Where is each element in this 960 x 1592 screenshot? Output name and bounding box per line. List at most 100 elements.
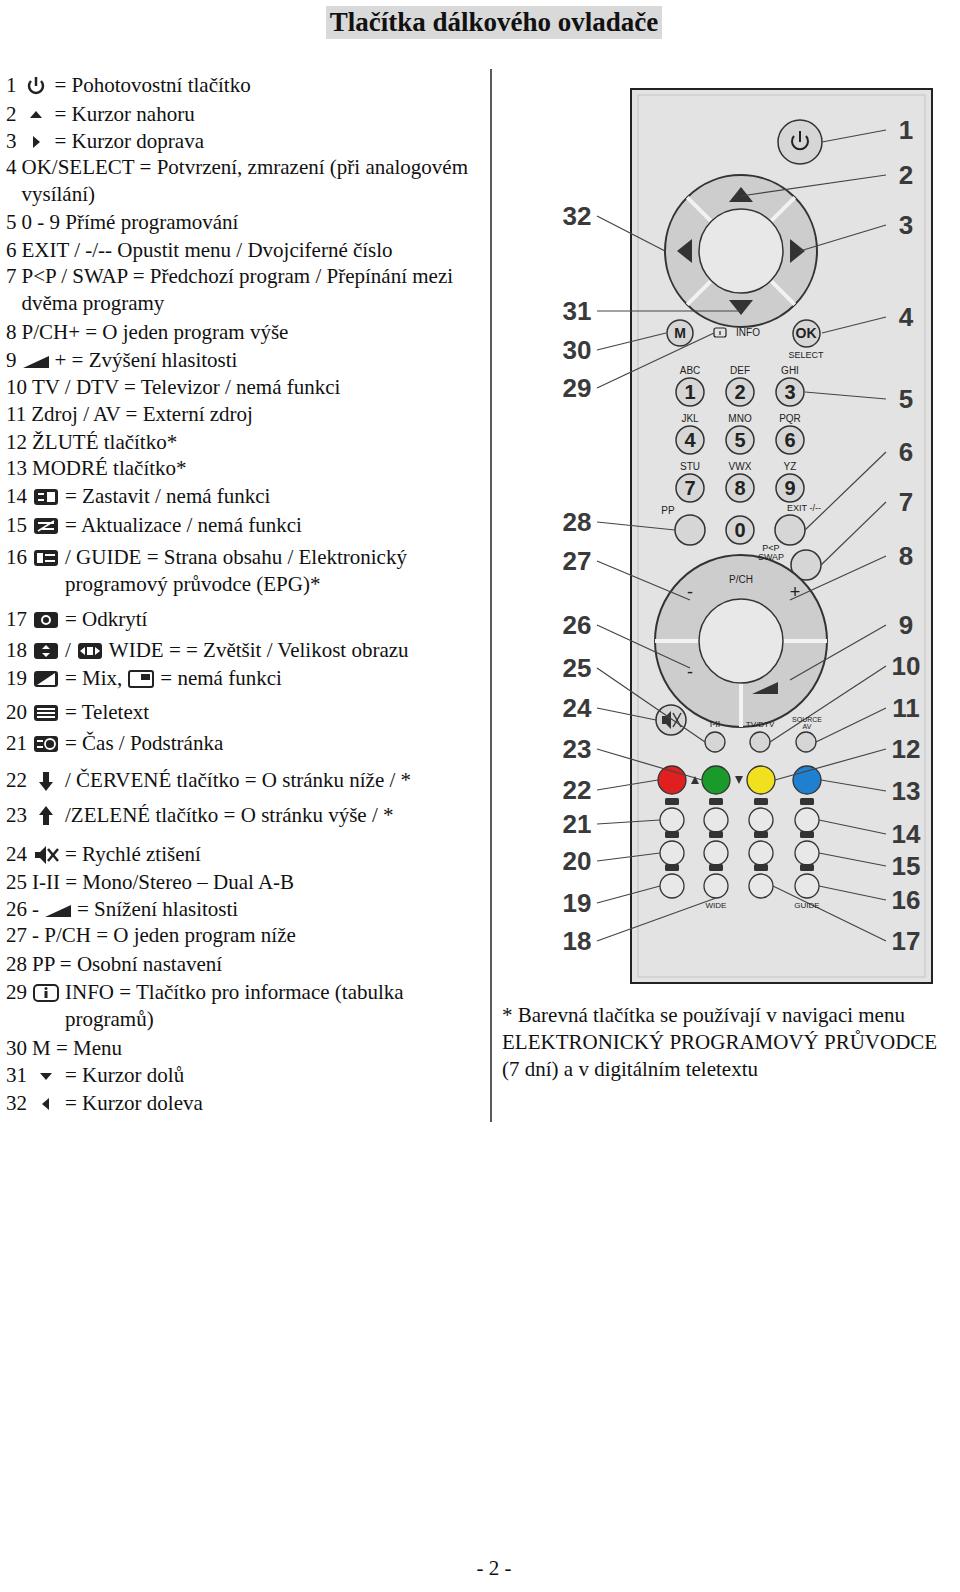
button-label: JKL — [681, 414, 698, 425]
item-description: = Čas / Podstránka — [65, 730, 484, 757]
legend-row: 11Zdroj / AV = Externí zdroj — [6, 401, 484, 428]
callout-number: 32 — [563, 203, 592, 229]
button-icon — [32, 515, 60, 537]
leader-line — [597, 625, 690, 668]
drawing-part — [141, 674, 150, 680]
leader-line — [597, 853, 660, 861]
legend-row: 24= Rychlé ztišení — [6, 841, 484, 868]
leader-line — [822, 130, 886, 142]
button-icon — [127, 668, 155, 690]
callout-number: 20 — [563, 848, 592, 874]
button-icon — [32, 770, 60, 792]
legend-row: 6EXIT / -/-- Opustit menu / Dvojciferné … — [6, 237, 484, 264]
remote-button: 9 — [775, 473, 805, 503]
teletext-button — [795, 808, 819, 832]
tv-button — [750, 732, 770, 752]
drawing-part — [45, 739, 55, 749]
item-number: 32 — [6, 1090, 27, 1117]
button-text: 5 — [734, 430, 745, 450]
item-number: 14 — [6, 483, 27, 510]
drawing-part — [687, 197, 711, 221]
button-label: STU — [680, 462, 700, 473]
teletext-button — [660, 874, 684, 898]
drawing-part — [129, 671, 153, 687]
item-description: / ČERVENÉ tlačítko = O stránku níže / * — [65, 767, 484, 794]
drawing-part — [34, 77, 37, 86]
item-description: = Odkrytí — [65, 606, 484, 633]
remote-button: 0 — [725, 515, 755, 545]
legend-row: 13MODRÉ tlačítko* — [6, 455, 484, 482]
mono-stereo-button — [705, 732, 725, 752]
leader-line — [597, 522, 675, 530]
button-icon — [22, 350, 50, 372]
item-number: 23 — [6, 802, 27, 829]
legend-row: 26-= Snížení hlasitosti — [6, 896, 484, 923]
button-label: P<P SWAP — [756, 544, 786, 563]
button-text: 3 — [784, 382, 795, 402]
drawing-part — [42, 616, 50, 624]
item-description: P<P / SWAP = Předchozí program / Přepíná… — [22, 263, 485, 317]
leader-line — [819, 853, 886, 866]
drawing-part — [676, 378, 704, 406]
legend-row: 22/ ČERVENÉ tlačítko = O stránku níže / … — [6, 767, 484, 794]
callout-number: 8 — [899, 543, 913, 569]
drawing-part — [655, 639, 699, 643]
drawing-part — [676, 426, 704, 454]
callout-number: 12 — [892, 736, 921, 762]
leader-line — [805, 452, 886, 530]
item-description: = Kurzor doleva — [65, 1090, 484, 1117]
item-number: 25 — [6, 869, 27, 896]
power-button — [778, 120, 822, 164]
callout-number: 11 — [892, 695, 920, 721]
callout-number: 2 — [899, 162, 913, 188]
item-number: 5 — [6, 209, 17, 236]
item-description: I-II = Mono/Stereo – Dual A-B — [32, 869, 484, 896]
callout-number: 26 — [563, 612, 592, 638]
drawing-part — [778, 120, 822, 164]
remote-button: 1 — [675, 377, 705, 407]
button-icon — [32, 547, 60, 569]
button-icon — [22, 75, 50, 97]
legend-row: 7P<P / SWAP = Předchozí program / Přepín… — [6, 263, 484, 317]
drawing-part — [48, 849, 58, 861]
drawing-part — [699, 209, 783, 293]
drawing-part — [37, 716, 55, 718]
item-description: = Zastavit / nemá funkci — [65, 483, 484, 510]
button-icon — [22, 131, 50, 153]
item-description: = Aktualizace / nemá funkci — [65, 512, 484, 539]
leader-line — [597, 898, 716, 941]
item-description: - — [32, 896, 39, 923]
item-number: 7 — [6, 263, 17, 290]
item-description: PP = Osobní nastavení — [32, 951, 484, 978]
callout-number: 3 — [899, 212, 913, 238]
callout-number: 18 — [563, 928, 592, 954]
remote-button: 4 — [675, 425, 705, 455]
callout-number: 30 — [563, 337, 592, 363]
item-description: / GUIDE = Strana obsahu / Elektronický p… — [65, 544, 484, 598]
remote-button: M — [666, 319, 694, 347]
drawing-part — [38, 521, 54, 531]
teletext-button — [704, 808, 728, 832]
callout-number: 17 — [892, 928, 921, 954]
drawing-part — [752, 682, 778, 694]
legend-row: 1= Pohotovostní tlačítko — [6, 72, 484, 99]
button-label: ABC — [680, 366, 701, 377]
key-icon — [665, 864, 679, 871]
teletext-button — [704, 841, 728, 865]
callout-number: 13 — [892, 778, 921, 804]
item-number: 8 — [6, 319, 17, 346]
info-button — [714, 328, 726, 337]
drawing-part — [34, 643, 58, 659]
callout-number: 27 — [563, 548, 592, 574]
drawing-part — [702, 766, 730, 794]
key-icon — [709, 864, 723, 871]
item-number: 13 — [6, 455, 27, 482]
teletext-button — [704, 874, 728, 898]
key-icon — [800, 798, 814, 805]
drawing-part — [676, 474, 704, 502]
leader-line — [770, 666, 886, 742]
button-text: 4 — [684, 430, 695, 450]
item-number: 6 — [6, 237, 17, 264]
drawing-part — [34, 612, 58, 628]
drawing-part — [726, 378, 754, 406]
